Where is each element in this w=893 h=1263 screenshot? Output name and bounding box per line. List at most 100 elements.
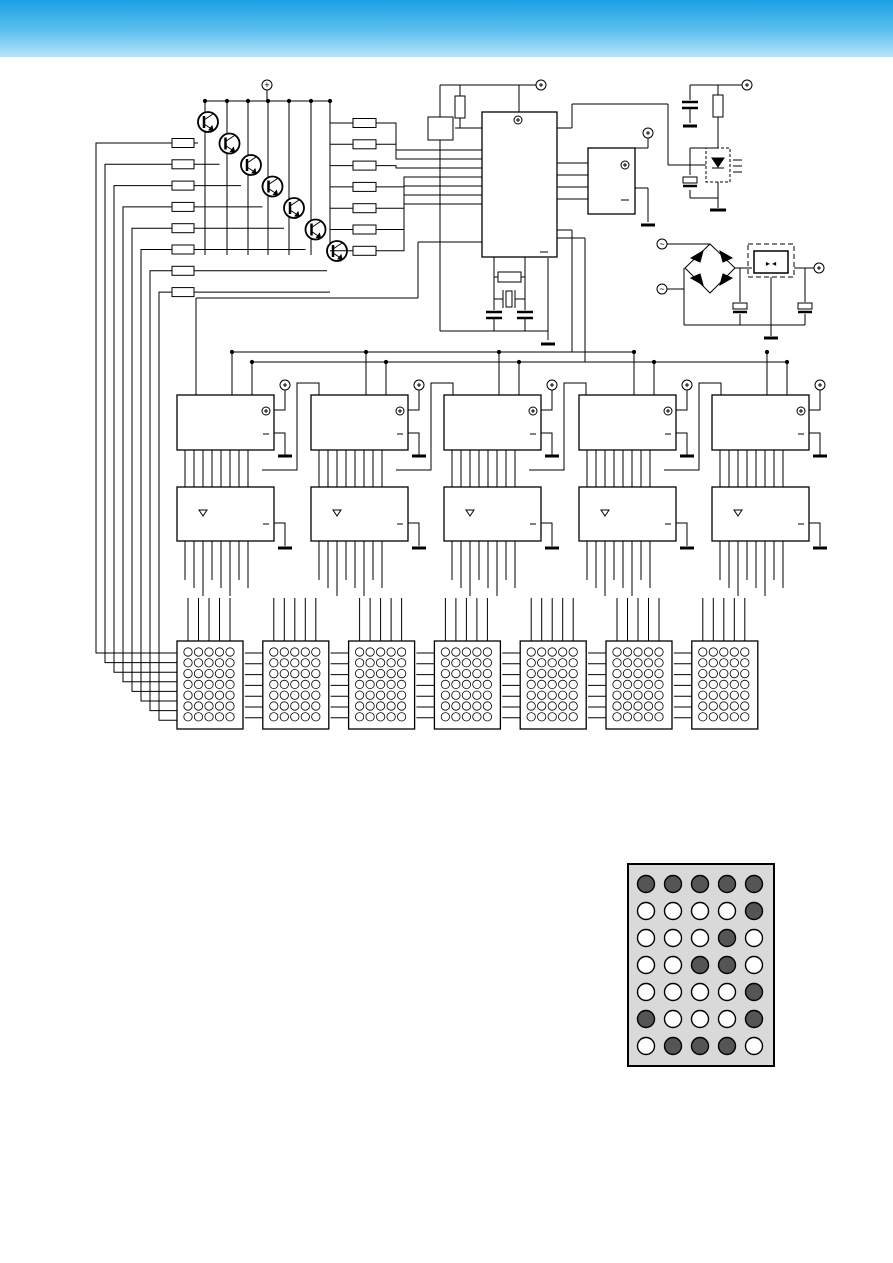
cascade-wire — [529, 382, 587, 471]
led-unlit — [636, 955, 656, 975]
ac-symbol: ~ — [659, 239, 664, 249]
led-dot — [708, 701, 718, 711]
led-dot — [698, 690, 708, 700]
led-dot — [482, 712, 492, 722]
led-dot — [290, 668, 300, 679]
led-dot — [193, 690, 204, 700]
vcc-wire — [809, 390, 821, 411]
led-dot — [740, 658, 750, 668]
row-wire — [95, 142, 177, 654]
ac-symbol: ~ — [659, 284, 664, 294]
led-dot — [472, 690, 482, 700]
led-dot — [537, 647, 547, 657]
led-dot — [375, 712, 386, 722]
gnd-wire — [541, 432, 553, 455]
led-dot — [214, 647, 225, 657]
junction-dot — [265, 98, 271, 104]
led-dot — [558, 647, 568, 657]
led-dot — [729, 658, 739, 668]
led-dot — [290, 647, 300, 657]
led-dot — [290, 701, 300, 711]
resistor-wire — [376, 203, 482, 252]
led-dot — [204, 679, 214, 690]
junction-dot — [651, 359, 657, 365]
led-dot — [719, 668, 729, 679]
led-dot — [633, 712, 643, 722]
led-lit — [636, 1009, 656, 1029]
led-dot — [451, 647, 461, 657]
led-unlit — [663, 955, 683, 975]
led-dot — [698, 701, 708, 711]
led-dot — [214, 690, 225, 700]
led-dot — [537, 668, 547, 679]
led-dot — [365, 647, 375, 657]
junction-dot — [327, 98, 333, 104]
led-dot — [396, 668, 407, 679]
led-dot — [375, 690, 386, 700]
led-dot — [622, 712, 633, 722]
led-dot — [365, 668, 375, 679]
led-dot — [643, 647, 654, 657]
led-dot — [537, 679, 547, 690]
driver-symbol — [332, 509, 342, 517]
shift-register — [578, 394, 677, 451]
led-dot — [300, 658, 310, 668]
led-dot — [396, 679, 407, 690]
led-dot — [633, 690, 643, 700]
led-dot — [482, 679, 492, 690]
led-dot — [269, 690, 279, 700]
led-dot — [526, 712, 536, 722]
led-dot — [279, 647, 289, 657]
led-lit — [636, 874, 656, 894]
led-dot — [612, 658, 622, 668]
led-dot — [375, 701, 386, 711]
led-dot — [622, 658, 633, 668]
led-matrix-row — [176, 598, 759, 730]
led-dot — [300, 679, 310, 690]
led-dot — [526, 690, 536, 700]
cascade-wire — [396, 382, 454, 471]
led-dot — [729, 679, 739, 690]
led-dot — [643, 712, 654, 722]
led-dot — [537, 690, 547, 700]
junction-dot — [631, 349, 637, 355]
driver-symbol — [198, 509, 208, 517]
led-dot — [365, 679, 375, 690]
led-lit — [690, 1036, 710, 1056]
led-dot — [193, 679, 204, 690]
led-dot — [719, 701, 729, 711]
led-dot — [354, 679, 365, 690]
led-dot — [204, 690, 214, 700]
led-unlit — [717, 901, 737, 921]
led-dot — [482, 701, 492, 711]
led-dot — [740, 701, 750, 711]
led-lit — [744, 901, 764, 921]
led-dot — [440, 679, 450, 690]
led-dot — [526, 647, 536, 657]
led-dot — [451, 701, 461, 711]
row-wires — [95, 142, 330, 721]
led-dot — [654, 679, 664, 690]
resistor-wire — [376, 165, 482, 169]
led-dot — [472, 668, 482, 679]
led-dot — [729, 647, 739, 657]
led-dot — [440, 712, 450, 722]
driver-row — [176, 450, 827, 596]
led-dot — [386, 647, 396, 657]
emitter-arrow — [208, 124, 214, 131]
driver-symbol — [600, 509, 610, 517]
led-dot — [440, 701, 450, 711]
driver — [310, 486, 409, 542]
led-dot — [225, 679, 235, 690]
led-dot — [568, 712, 578, 722]
led-dot — [214, 712, 225, 722]
led-dot — [719, 658, 729, 668]
led-dot — [643, 679, 654, 690]
led-lit — [744, 874, 764, 894]
junction-dot — [249, 359, 255, 365]
led-unlit — [690, 1009, 710, 1029]
led-dot — [612, 647, 622, 657]
emitter-arrow — [272, 189, 279, 195]
led-dot — [214, 668, 225, 679]
led-dot — [440, 690, 450, 700]
